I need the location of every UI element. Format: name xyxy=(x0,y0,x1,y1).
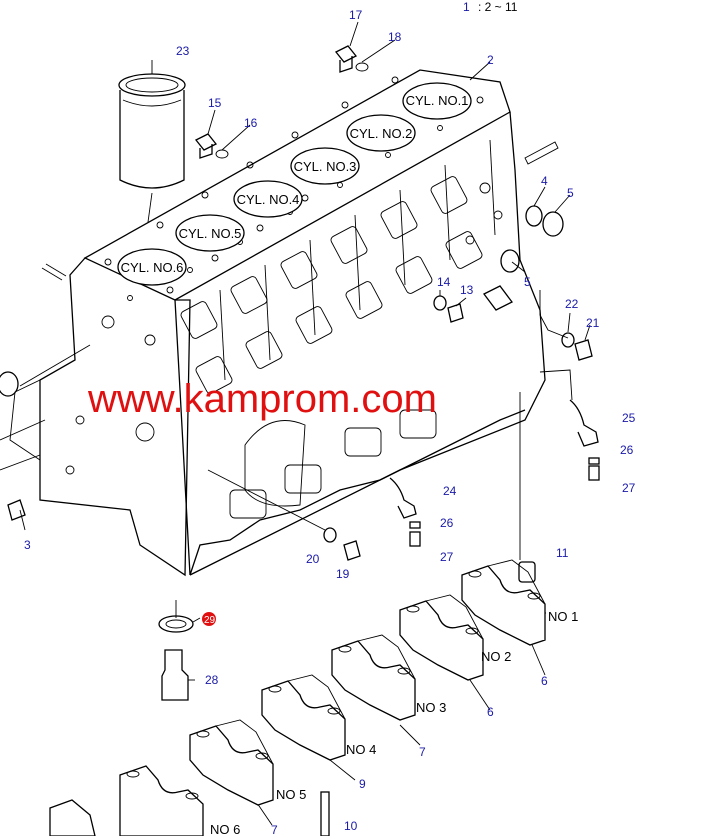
cylinder-bore-4 xyxy=(233,180,303,218)
main-bearing-caps xyxy=(49,559,546,836)
leader-lines xyxy=(19,21,591,826)
callout-27b: 27 xyxy=(440,550,454,564)
bearing-cap-label-4: NO 4 xyxy=(346,742,376,757)
cylinder-bore-6 xyxy=(117,248,187,286)
callout-18: 18 xyxy=(388,30,402,44)
callout-20: 20 xyxy=(306,552,320,566)
callout-22: 22 xyxy=(565,297,579,311)
callout-27a: 27 xyxy=(622,481,636,495)
cylinder-bore-5 xyxy=(175,214,245,252)
callout-26b: 26 xyxy=(440,516,454,530)
callout-28: 28 xyxy=(205,673,219,687)
callout-11: 11 xyxy=(556,546,569,560)
callout-24: 24 xyxy=(443,484,457,498)
callout-9: 9 xyxy=(359,777,366,791)
callout-19: 19 xyxy=(336,567,350,581)
bearing-cap-label-5: NO 5 xyxy=(276,787,306,802)
bearing-cap-3 xyxy=(331,634,416,721)
bearing-cap-label-6: NO 6 xyxy=(210,822,240,836)
bearing-cap-label-2: NO 2 xyxy=(481,649,511,664)
callout-5a: 5 xyxy=(567,186,574,200)
cylinder-bores: CYL. NO.1 CYL. NO.2 CYL. NO.3 CYL. NO.4 … xyxy=(117,82,472,286)
callout-15: 15 xyxy=(208,96,222,110)
cylinder-label-5: CYL. NO.5 xyxy=(179,226,242,241)
cylinder-bore-3 xyxy=(290,147,360,185)
cylinder-bore-2 xyxy=(346,114,416,152)
bearing-cap-label-3: NO 3 xyxy=(416,700,446,715)
callout-29: 29 xyxy=(204,615,216,626)
bearing-cap-4 xyxy=(261,674,346,761)
cylinder-label-3: CYL. NO.3 xyxy=(294,159,357,174)
cylinder-label-6: CYL. NO.6 xyxy=(121,260,184,275)
cylinder-label-4: CYL. NO.4 xyxy=(237,192,300,207)
cylinder-label-1: CYL. NO.1 xyxy=(406,93,469,108)
bearing-cap-1 xyxy=(461,559,546,646)
callout-2: 2 xyxy=(487,53,494,67)
bearing-cap-2 xyxy=(399,594,484,681)
small-parts xyxy=(0,45,600,836)
callout-21: 21 xyxy=(586,316,600,330)
callout-4: 4 xyxy=(541,174,548,188)
header-ref-number: 1 xyxy=(463,0,470,14)
header-ref-range: : 2 ~ 11 xyxy=(478,0,518,14)
callout-23: 23 xyxy=(176,44,190,58)
callout-14: 14 xyxy=(437,275,451,289)
bearing-cap-5 xyxy=(189,719,274,806)
callout-6b: 6 xyxy=(487,705,494,719)
callout-26a: 26 xyxy=(620,443,634,457)
cylinder-bore-1 xyxy=(402,82,472,120)
callout-3: 3 xyxy=(24,538,31,552)
engine-block xyxy=(0,69,559,577)
callout-13: 13 xyxy=(460,283,474,297)
bearing-cap-label-1: NO 1 xyxy=(548,609,578,624)
callout-25: 25 xyxy=(622,411,636,425)
bearing-cap-6 xyxy=(49,765,204,836)
callout-17: 17 xyxy=(349,8,363,22)
watermark-text: www.kamprom.com xyxy=(87,377,437,421)
callout-7b: 7 xyxy=(271,823,278,836)
callout-10: 10 xyxy=(344,819,358,833)
callout-7a: 7 xyxy=(419,745,426,759)
callout-5b: 5 xyxy=(524,275,531,289)
callout-6a: 6 xyxy=(541,674,548,688)
cylinder-label-2: CYL. NO.2 xyxy=(350,126,413,141)
callout-16: 16 xyxy=(244,116,258,130)
highlight-marker xyxy=(202,612,216,626)
cylinder-liner xyxy=(118,73,186,189)
callout-numbers: 2 3 4 5 5 6 6 7 9 7 10 11 13 14 15 16 17… xyxy=(24,8,636,836)
